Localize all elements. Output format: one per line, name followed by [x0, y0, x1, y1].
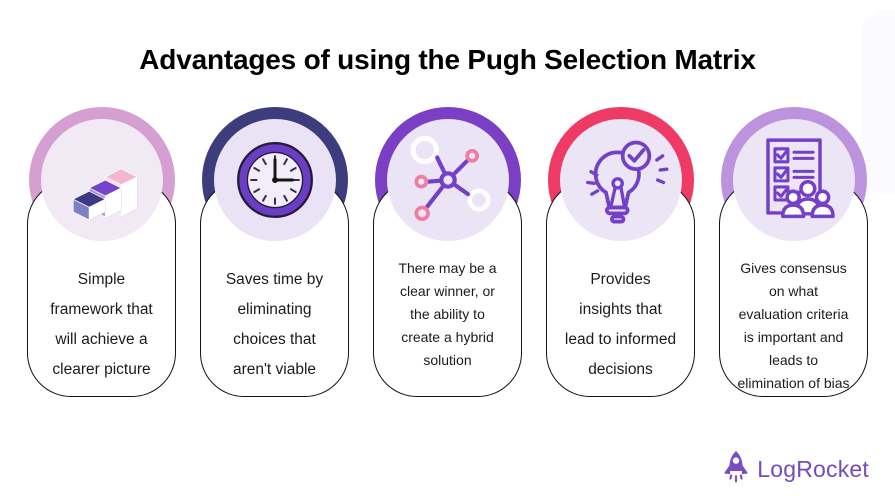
advantage-card-simple-framework: Simple framework that will achieve a cle… — [27, 107, 176, 397]
icon-backdrop — [40, 119, 163, 241]
card-text: Saves time by eliminating choices that a… — [225, 271, 324, 378]
card-text: There may be a clear winner, or the abil… — [398, 260, 497, 368]
checklist-people-icon — [733, 119, 855, 241]
advantage-card-saves-time: Saves time by eliminating choices that a… — [200, 107, 349, 397]
card-text: Provides insights that lead to informed … — [564, 271, 677, 378]
advantage-card-consensus: Gives consensus on what evaluation crite… — [719, 107, 868, 397]
page-title: Advantages of using the Pugh Selection M… — [139, 44, 756, 75]
advantages-card-row: Simple framework that will achieve a cle… — [0, 107, 895, 397]
rocket-icon — [720, 449, 752, 490]
background-artifact — [861, 10, 895, 195]
advantage-card-clear-winner: There may be a clear winner, or the abil… — [373, 107, 522, 397]
card-text: Gives consensus on what evaluation crite… — [737, 260, 850, 391]
brand-name: LogRocket — [757, 456, 869, 482]
brand-footer: LogRocket — [720, 449, 869, 490]
card-text: Simple framework that will achieve a cle… — [50, 271, 153, 378]
network-icon — [387, 119, 509, 241]
clock-icon — [214, 119, 336, 241]
stairs-icon — [41, 119, 163, 241]
advantage-card-insights: Provides insights that lead to informed … — [546, 107, 695, 397]
lightbulb-check-icon — [560, 119, 682, 241]
